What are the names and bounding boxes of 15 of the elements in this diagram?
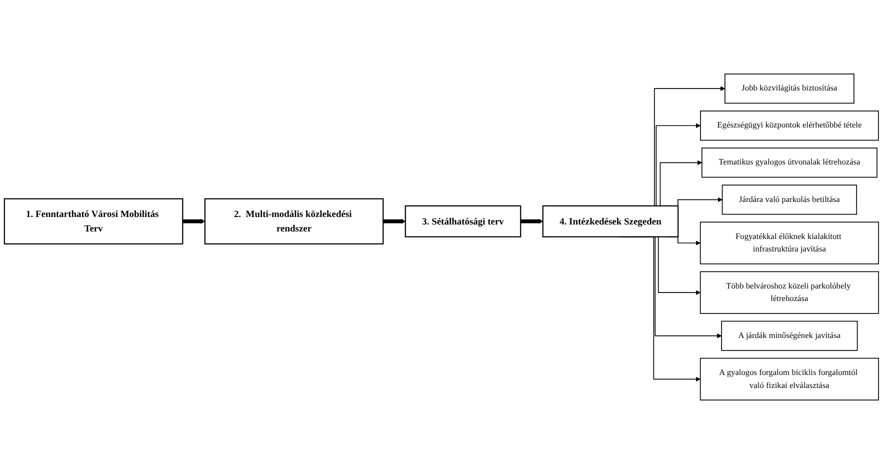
node-box: Fogyatékkal élőknek kialakított infrastruktúra javítása [700,222,879,264]
node-box: 3. Sétálhatósági terv [404,205,522,238]
node-box: Tematikus gyalogos útvonalak létrehozása [702,148,878,178]
node-box: Jobb közvilágítás biztosítása [724,74,854,104]
arrow [182,218,206,224]
arrow [383,218,406,224]
node-box: 2. Multi-modális közlekedési rendszer [204,198,384,244]
node-box: 1. Fenntartható Városi Mobilitás Terv [4,198,184,244]
node-box: A járdák minőségének javítása [721,320,858,351]
node-box: Több belvároshoz közeli parkolóhely létrehozása [700,271,879,314]
node-box: Egészségügyi központok elérhetőbbé tétele [700,110,879,141]
node-box: A gyalogos forgalom biciklis forgalomtól való fizikai elválasztása [700,358,879,400]
node-box: Járdára való parkolás betiltása [722,184,858,215]
node-box: 4. Intézkedések Szegeden [542,205,679,238]
arrow [520,218,544,224]
